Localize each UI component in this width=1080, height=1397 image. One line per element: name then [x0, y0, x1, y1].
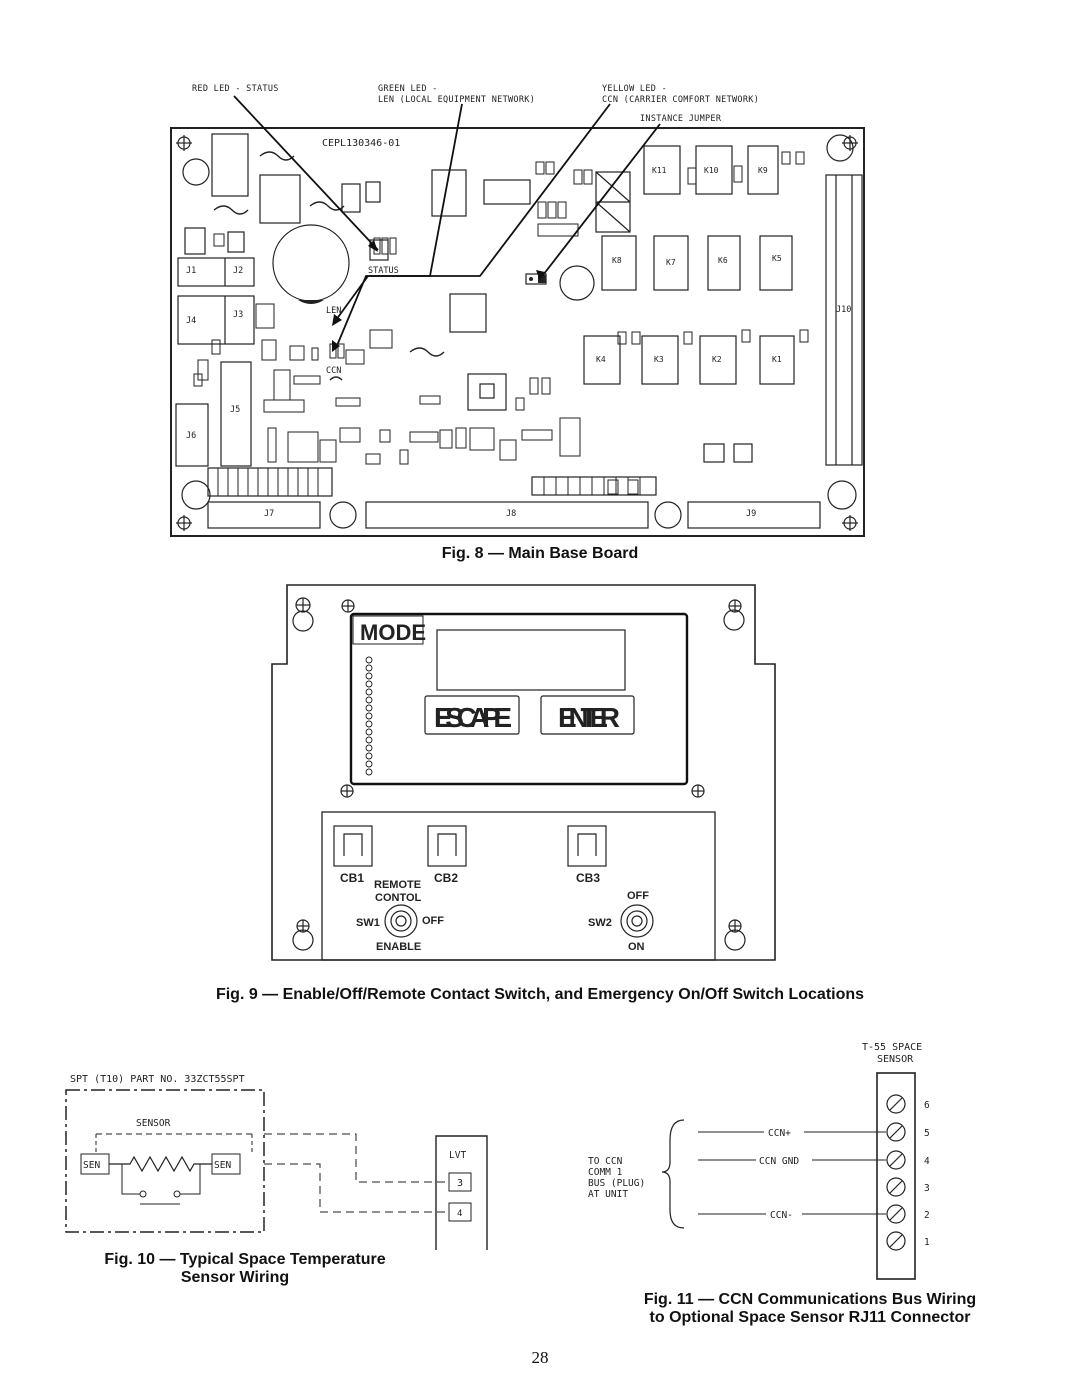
relay-k2: K2	[712, 355, 722, 364]
off-left-label: OFF	[422, 915, 444, 927]
fig9-switch-panel: MODE ESCAPE ENTER CB1 CB2 CB3 REMOTE CON…	[0, 575, 1080, 1015]
lvt-label: LVT	[449, 1150, 466, 1161]
t55-title-2: SENSOR	[877, 1054, 914, 1065]
sen-right-label: SEN	[214, 1160, 231, 1171]
page-number: 28	[531, 1348, 549, 1367]
fig11-caption-line2: to Optional Space Sensor RJ11 Connector	[649, 1309, 971, 1326]
relay-k7: K7	[666, 258, 676, 267]
pin-3: 3	[924, 1183, 930, 1194]
fig11-caption-line1: Fig. 11 — CCN Communications Bus Wiring	[643, 1291, 977, 1308]
enter-label: ENTER	[558, 702, 620, 733]
pin-1: 1	[924, 1237, 930, 1248]
connector-j9: J9	[746, 509, 756, 519]
green-led-desc: LEN (LOCAL EQUIPMENT NETWORK)	[378, 95, 536, 105]
relay-k5: K5	[772, 254, 782, 263]
relay-k8: K8	[612, 256, 622, 265]
enable-label: ENABLE	[376, 941, 421, 953]
lvt-terminal-3: 3	[457, 1178, 463, 1189]
connector-j10: J10	[836, 305, 851, 315]
sw1-label: SW1	[356, 917, 380, 929]
connector-j7: J7	[264, 509, 274, 519]
bus-plug-label: BUS (PLUG)	[588, 1178, 645, 1189]
connector-j6: J6	[186, 431, 196, 441]
pin-2: 2	[924, 1210, 930, 1221]
ccn-silk: CCN	[326, 366, 341, 376]
relay-k10: K10	[704, 166, 719, 175]
fig10-sensor-wiring: SPT (T10) PART NO. 33ZCT55SPT SENSOR SEN…	[0, 1040, 540, 1290]
relay-k11: K11	[652, 166, 667, 175]
green-led-label: GREEN LED -	[378, 84, 438, 94]
sensor-label: SENSOR	[136, 1118, 171, 1129]
t55-title-1: T-55 SPACE	[862, 1042, 922, 1053]
fig11-ccn-wiring: T-55 SPACE SENSOR CCN+ CCN GND CCN- TO C…	[540, 1040, 1080, 1340]
comm-label: COMM 1	[588, 1167, 623, 1178]
fig8-caption: Fig. 8 — Main Base Board	[441, 545, 639, 562]
ccn-minus-label: CCN-	[770, 1210, 793, 1221]
yellow-led-desc: CCN (CARRIER COMFORT NETWORK)	[602, 95, 760, 105]
pin-5: 5	[924, 1128, 930, 1139]
cb3-label: CB3	[576, 871, 600, 885]
on-label: ON	[628, 941, 645, 953]
to-ccn-label: TO CCN	[588, 1156, 623, 1167]
at-unit-label: AT UNIT	[588, 1189, 628, 1200]
fig10-caption-line1: Fig. 10 — Typical Space Temperature	[104, 1251, 386, 1268]
len-silk: LEN	[326, 306, 341, 316]
relay-k6: K6	[718, 256, 728, 265]
relay-k4: K4	[596, 355, 606, 364]
connector-j4: J4	[186, 316, 196, 326]
mode-label: MODE	[360, 620, 426, 645]
remote-label: REMOTE	[374, 879, 421, 891]
status-silk: STATUS	[368, 266, 399, 276]
red-led-label: RED LED - STATUS	[192, 84, 279, 94]
contol-label: CONTOL	[375, 892, 422, 904]
sw2-label: SW2	[588, 917, 612, 929]
pin-4: 4	[924, 1156, 930, 1167]
lvt-terminal-4: 4	[457, 1209, 462, 1219]
relay-k1: K1	[772, 355, 782, 364]
cb1-label: CB1	[340, 871, 364, 885]
off-right-label: OFF	[627, 890, 649, 902]
fig11-drawing: T-55 SPACE SENSOR CCN+ CCN GND CCN- TO C…	[588, 1042, 930, 1280]
connector-j1: J1	[186, 266, 196, 276]
fig9-caption: Fig. 9 — Enable/Off/Remote Contact Switc…	[215, 986, 865, 1003]
sen-left-label: SEN	[83, 1160, 100, 1171]
connector-j5: J5	[230, 405, 240, 415]
ccn-plus-label: CCN+	[768, 1128, 791, 1139]
board-drawing: CEPL130346-01 STATUS LEN CCN J1 J2 J3 J4…	[170, 95, 865, 537]
ccn-gnd-label: CCN GND	[759, 1156, 799, 1167]
escape-label: ESCAPE	[434, 702, 512, 733]
fig8-main-base-board: RED LED - STATUS GREEN LED - LEN (LOCAL …	[0, 0, 1080, 562]
yellow-led-label: YELLOW LED -	[602, 84, 668, 94]
fig10-drawing: SPT (T10) PART NO. 33ZCT55SPT SENSOR SEN…	[65, 1074, 488, 1250]
relay-k3: K3	[654, 355, 664, 364]
connector-j3: J3	[233, 310, 243, 320]
connector-j2: J2	[233, 266, 243, 276]
connector-j8: J8	[506, 509, 516, 519]
fig10-caption-line2: Sensor Wiring	[180, 1269, 290, 1286]
pin-6: 6	[924, 1100, 930, 1111]
panel-drawing: MODE ESCAPE ENTER CB1 CB2 CB3 REMOTE CON…	[271, 584, 776, 961]
relay-k9: K9	[758, 166, 768, 175]
cb2-label: CB2	[434, 871, 458, 885]
spt-part-label: SPT (T10) PART NO. 33ZCT55SPT	[70, 1074, 245, 1085]
board-part-number: CEPL130346-01	[322, 138, 400, 149]
instance-jumper-label: INSTANCE JUMPER	[640, 114, 722, 124]
